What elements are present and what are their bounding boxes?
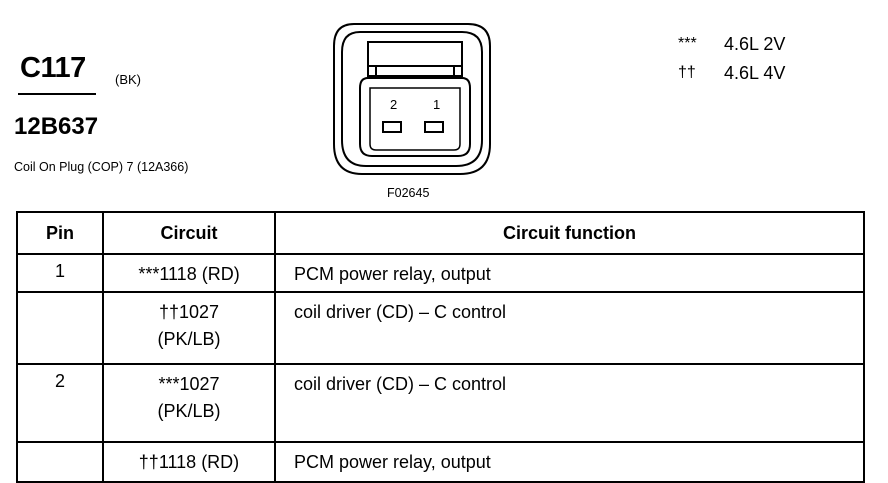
table-row: 1 ***1118 (RD) PCM power relay, output [16,253,865,293]
header-circuit-function: Circuit function [274,211,865,255]
circuit-number: ††1118 (RD) [138,452,240,472]
pin-1-label: 1 [433,97,440,112]
function-cell: coil driver (CD) – C control [274,291,865,365]
connector-face-diagram: 2 1 [333,23,491,175]
table-row: ††1118 (RD) PCM power relay, output [16,441,865,483]
connector-id: C117 [20,52,86,84]
pin-cell [16,292,104,365]
connector-color: (BK) [115,72,141,87]
table-row: 2 ***1027 (PK/LB) coil driver (CD) – C c… [16,363,865,443]
circuit-cell: ††1027 (PK/LB) [102,291,276,365]
pin-cell: 1 [16,253,104,293]
function-cell: PCM power relay, output [274,441,865,483]
pin-2-label: 2 [390,97,397,112]
header-pin: Pin [16,211,104,255]
pin-cell [16,442,104,483]
connector-inner-shell [341,31,483,167]
circuit-wire-color: (PK/LB) [157,329,221,349]
connector-outer-shell [333,23,491,175]
pin-1-terminal [424,121,444,133]
circuit-wire-color: (PK/LB) [157,401,221,421]
part-number: 12B637 [14,113,99,140]
connector-description: Coil On Plug (COP) 7 (12A366) [14,160,189,174]
legend-symbol-4v: †† [678,64,696,81]
circuit-cell: ***1027 (PK/LB) [102,363,276,443]
connector-id-underline [18,93,96,95]
legend-text-4v: 4.6L 4V [724,63,786,83]
circuit-cell: ††1118 (RD) [102,441,276,483]
pin-2-terminal [382,121,402,133]
circuit-cell: ***1118 (RD) [102,253,276,293]
table-row: ††1027 (PK/LB) coil driver (CD) – C cont… [16,291,865,365]
circuit-number: ††1027 [158,302,220,322]
connector-pin-cavity-body [359,77,471,157]
pin-cell: 2 [16,363,104,443]
header-circuit: Circuit [102,211,276,255]
legend-text-2v: 4.6L 2V [724,34,786,54]
figure-label: F02645 [387,186,430,200]
circuit-number: ***1118 (RD) [138,264,240,284]
pinout-table: Pin Circuit Circuit function 1 ***1118 (… [16,211,865,483]
legend-symbol-2v: *** [678,35,697,52]
circuit-number: ***1027 [158,374,220,394]
function-cell: PCM power relay, output [274,253,865,293]
connector-latch [367,41,463,77]
table-header-row: Pin Circuit Circuit function [16,211,865,255]
function-cell: coil driver (CD) – C control [274,363,865,443]
